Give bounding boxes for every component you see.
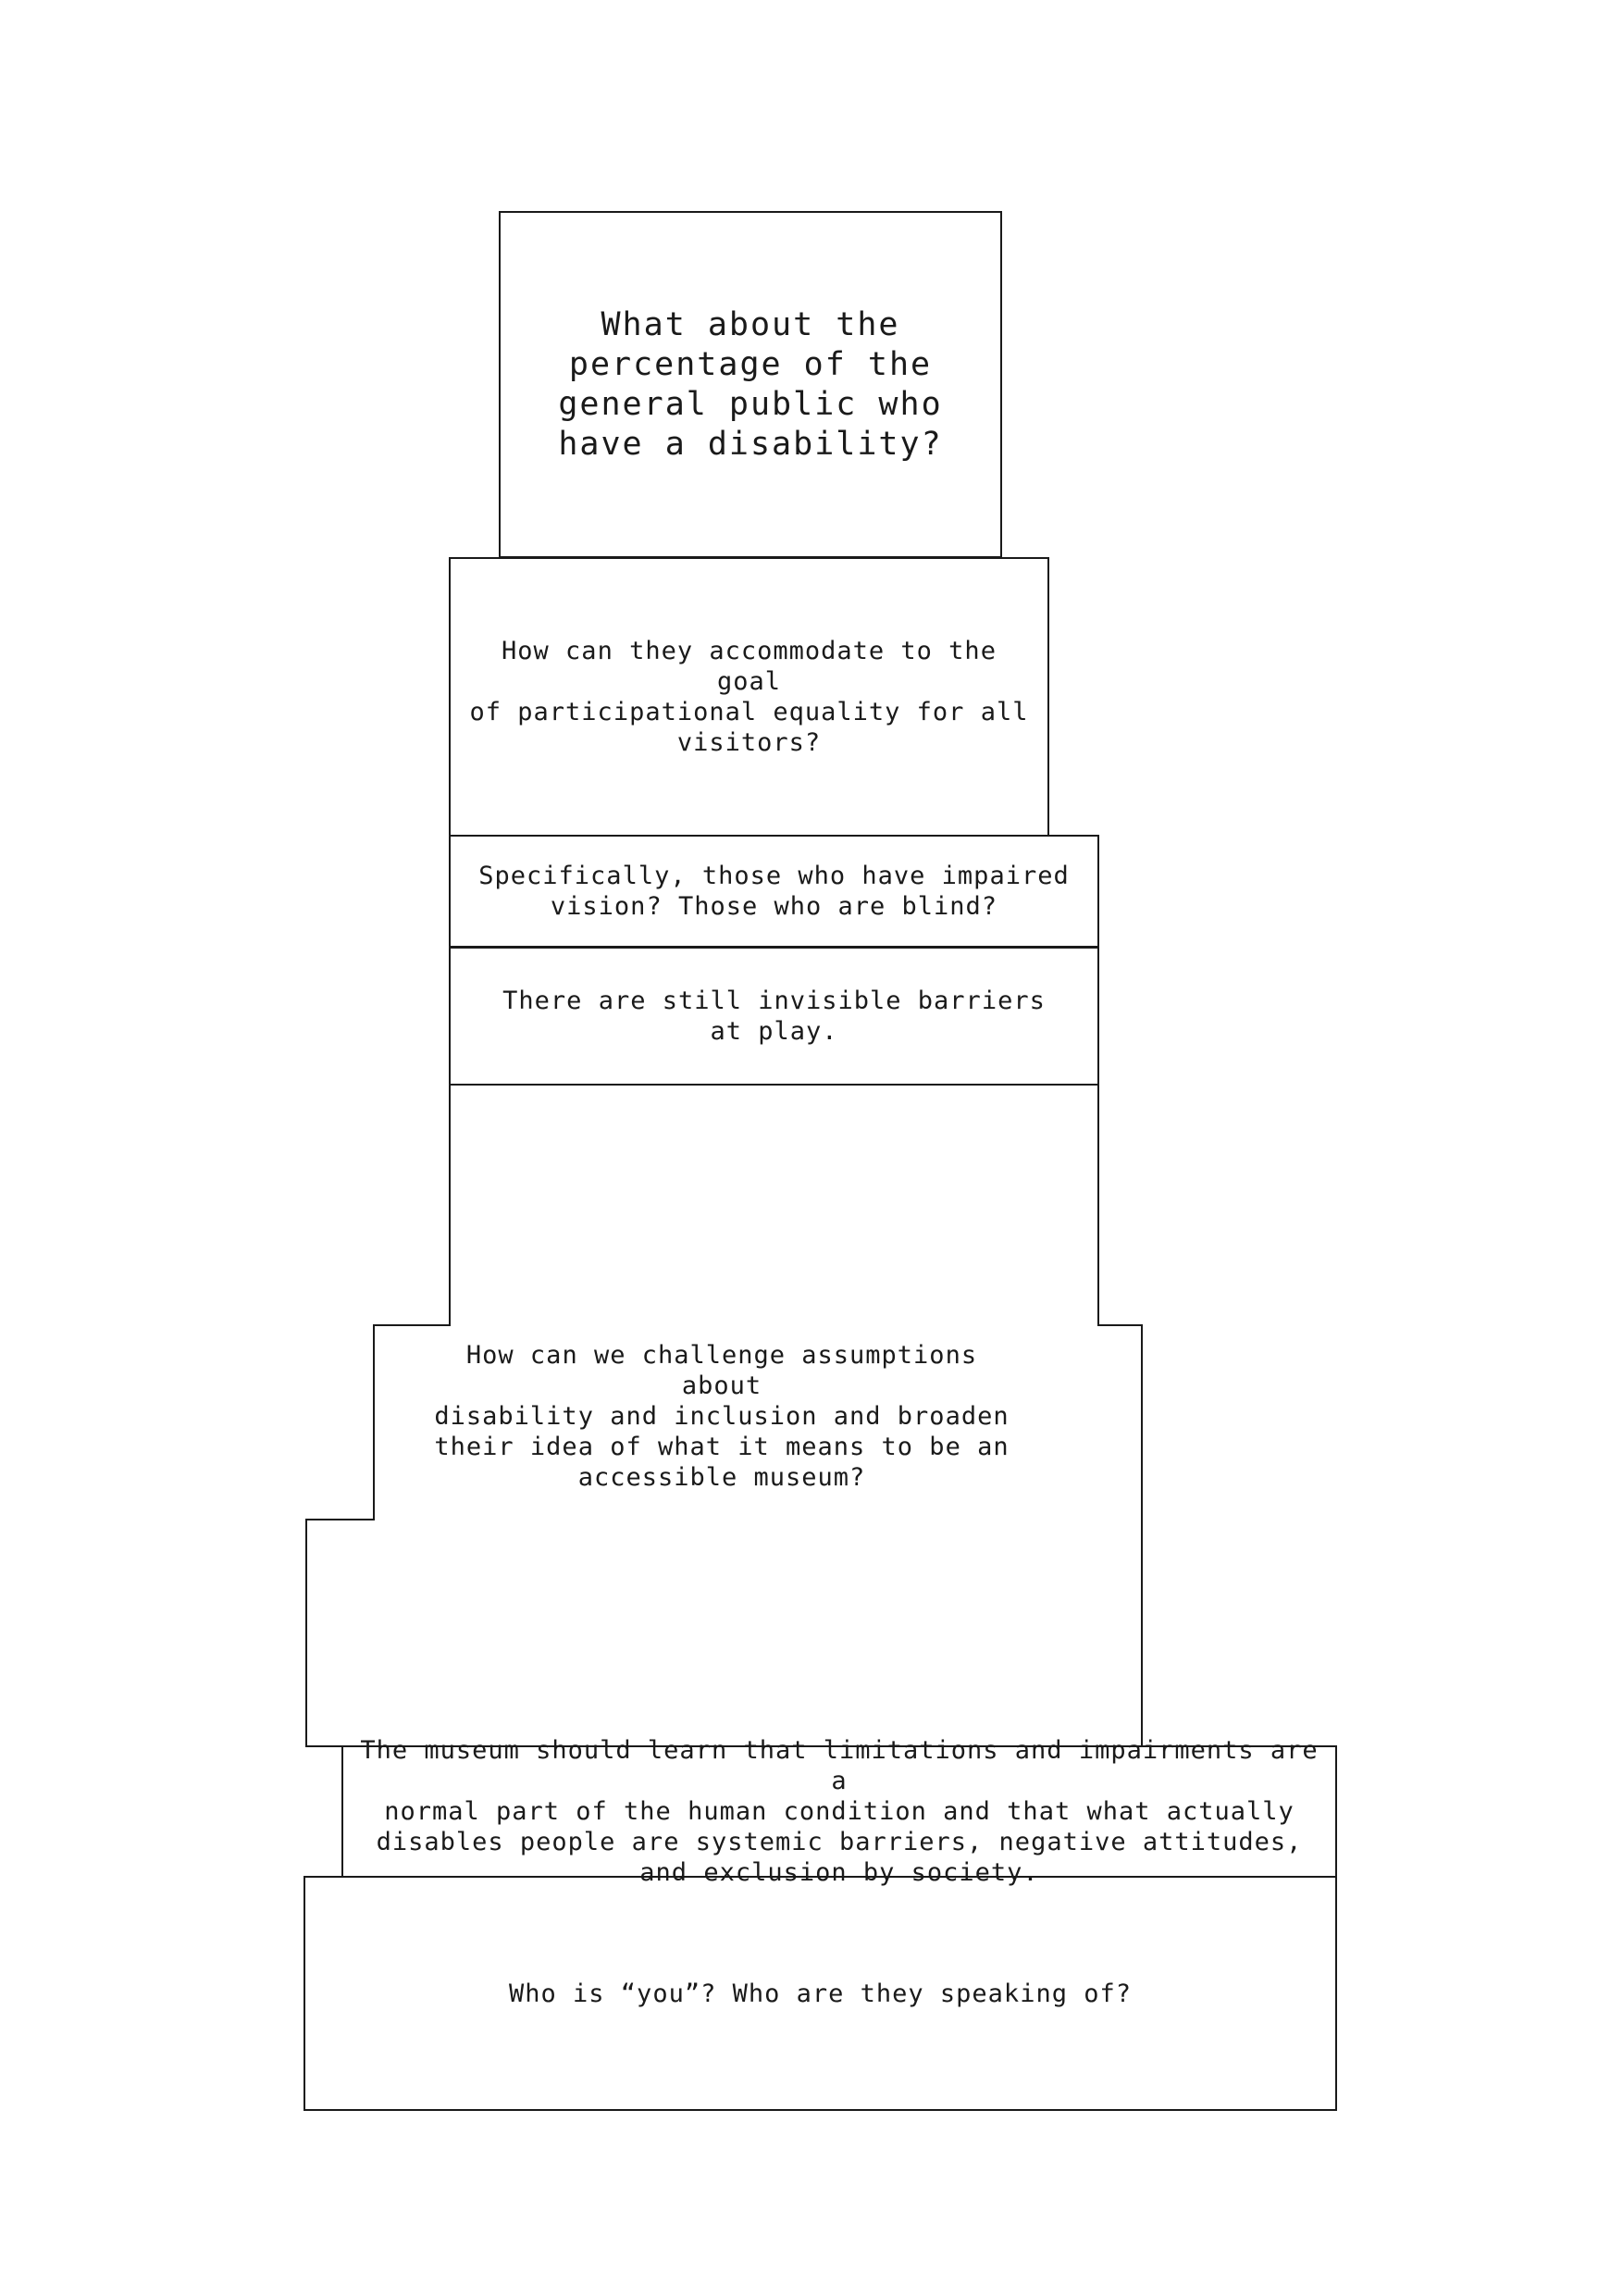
percentage-question-text: What about the percentage of the general… bbox=[558, 305, 943, 463]
invisible-barriers-box: There are still invisible barriers at pl… bbox=[450, 948, 1098, 1085]
challenge-question-text: How can we challenge assumptions about d… bbox=[434, 1340, 1010, 1492]
museum-statement-box: The museum should learn that limitations… bbox=[342, 1736, 1336, 1887]
accommodate-question-text: How can they accommodate to the goal of … bbox=[469, 637, 1029, 757]
vision-question-text: Specifically, those who have impaired vi… bbox=[478, 862, 1070, 921]
percentage-question-box: What about the percentage of the general… bbox=[500, 212, 1001, 557]
invisible-barriers-text: There are still invisible barriers at pl… bbox=[502, 987, 1046, 1046]
museum-statement-text: The museum should learn that limitations… bbox=[360, 1735, 1319, 1887]
who-is-you-box: Who is “you”? Who are they speaking of? bbox=[304, 1877, 1336, 2110]
challenge-question-box: How can we challenge assumptions about d… bbox=[407, 1337, 1036, 1495]
who-is-you-text: Who is “you”? Who are they speaking of? bbox=[509, 1979, 1132, 2008]
vision-question-box: Specifically, those who have impaired vi… bbox=[450, 836, 1098, 947]
accommodate-question-box: How can they accommodate to the goal of … bbox=[450, 558, 1048, 836]
